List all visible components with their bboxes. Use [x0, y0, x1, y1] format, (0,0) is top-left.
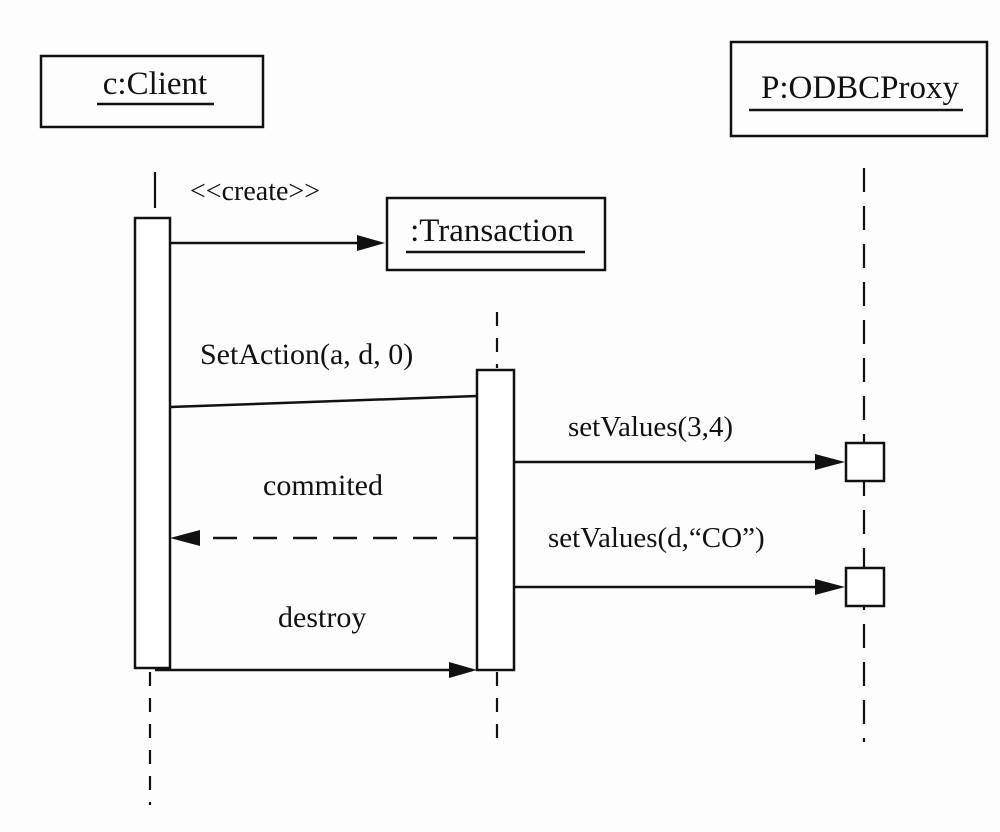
message-set-values-1-arrowhead [815, 454, 845, 470]
message-create-arrowhead [357, 235, 385, 251]
proxy-activation-1 [844, 441, 886, 483]
message-create-label: <<create>> [190, 176, 320, 207]
message-set-values-2-arrowhead [815, 579, 845, 595]
message-committed: commited [170, 469, 477, 546]
message-create: <<create>> [170, 176, 385, 251]
message-set-values-2: setValues(d,“CO”) [514, 522, 845, 595]
message-set-action-label: SetAction(a, d, 0) [200, 338, 413, 371]
transaction-object-box [385, 196, 607, 272]
transaction-activation-bar [475, 368, 516, 672]
message-set-values-1-label: setValues(3,4) [568, 411, 733, 443]
message-set-values-2-label: setValues(d,“CO”) [548, 522, 765, 554]
message-committed-arrowhead [170, 530, 200, 546]
proxy-object-title: P:ODBCProxy [761, 70, 960, 106]
message-set-action: SetAction(a, d, 0) [169, 338, 478, 409]
message-set-action-line [169, 394, 478, 409]
client-activation-bar [133, 216, 172, 670]
client-object-title: c:Client [103, 66, 207, 102]
proxy-object: P:ODBCProxy [729, 40, 989, 138]
message-set-values-1: setValues(3,4) [514, 411, 845, 470]
transaction-object-title: :Transaction [410, 213, 574, 249]
message-destroy: destroy [155, 601, 477, 678]
proxy-activation-2 [844, 566, 886, 608]
client-object: c:Client [39, 54, 265, 129]
message-committed-label: commited [263, 469, 383, 502]
proxy-object-box [729, 40, 989, 138]
client-object-box [39, 54, 265, 129]
message-destroy-arrowhead [449, 662, 477, 678]
transaction-object: :Transaction [385, 196, 607, 272]
message-destroy-label: destroy [278, 601, 366, 634]
